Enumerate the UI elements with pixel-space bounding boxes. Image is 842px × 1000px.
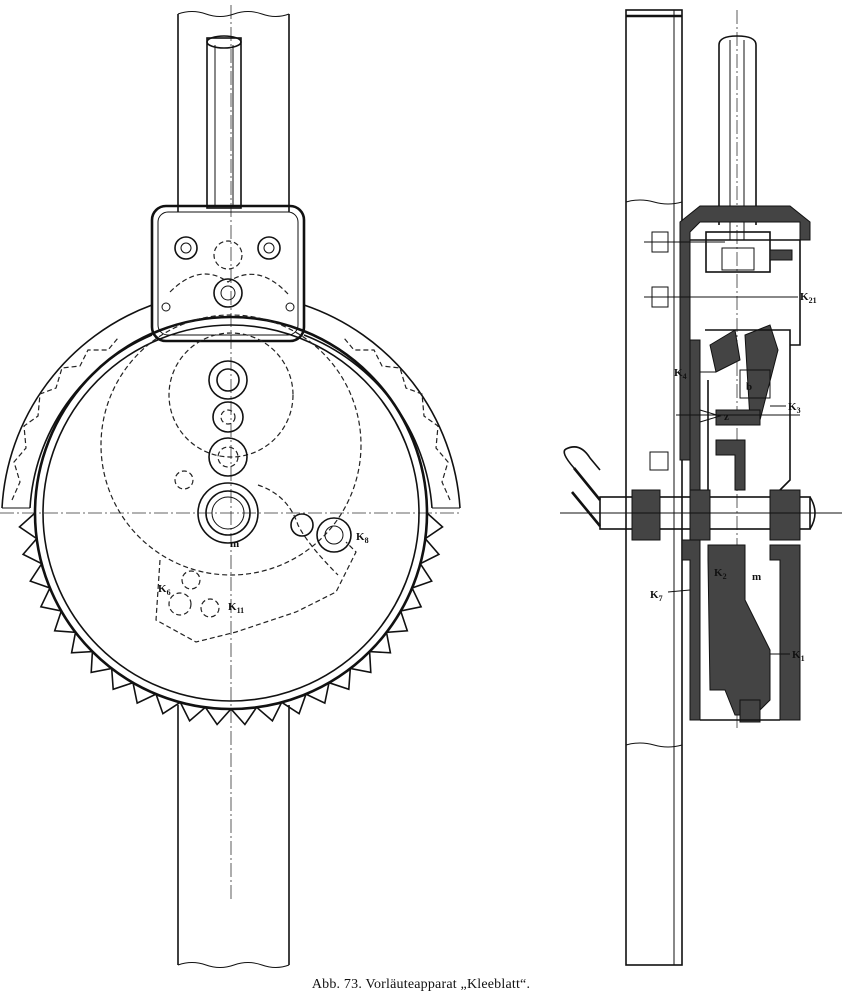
label-b: b bbox=[746, 381, 752, 393]
side-axle bbox=[560, 446, 842, 541]
label-k6: K6 bbox=[158, 583, 171, 597]
internal-gears bbox=[100, 314, 362, 643]
label-k4: K4 bbox=[674, 367, 687, 381]
main-wheel bbox=[18, 315, 444, 726]
gear-housing bbox=[150, 204, 306, 343]
mast bbox=[177, 11, 290, 968]
figure-caption: Abb. 73. Vorläuteapparat „Kleeblatt“. bbox=[311, 977, 531, 992]
label-k1: K1 bbox=[792, 649, 805, 663]
label-z: z bbox=[724, 411, 729, 423]
label-k11: K11 bbox=[228, 601, 244, 615]
leader-k7 bbox=[667, 589, 691, 593]
label-k3: K3 bbox=[788, 401, 801, 415]
label-m-side: m bbox=[752, 571, 761, 583]
side-mechanism bbox=[676, 324, 800, 501]
side-lower-section bbox=[681, 539, 801, 723]
front-view: m K8 K6 K11 bbox=[0, 5, 462, 968]
label-k2: K2 bbox=[714, 567, 727, 581]
upper-shaft bbox=[206, 35, 242, 209]
label-k21: K21 bbox=[800, 291, 817, 305]
side-mast bbox=[625, 9, 683, 966]
side-view: K21 K4 b K3 z K7 K2 m K1 bbox=[560, 9, 842, 966]
label-m-front: m bbox=[230, 538, 239, 550]
label-k7: K7 bbox=[650, 589, 663, 603]
side-housing bbox=[644, 205, 811, 471]
label-k8: K8 bbox=[356, 531, 369, 545]
